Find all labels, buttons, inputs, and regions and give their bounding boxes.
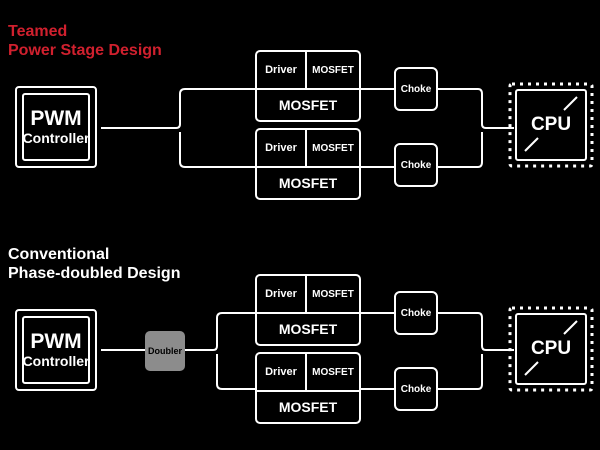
teamed-power-stage-2: Driver MOSFET MOSFET [255, 128, 361, 200]
driver-label: Driver [265, 64, 297, 76]
conventional-title-line2: Phase-doubled Design [8, 265, 181, 282]
conventional-cpu: CPU [515, 313, 587, 385]
cpu-corner-marks [524, 320, 578, 376]
conventional-power-stage-2: Driver MOSFET MOSFET [255, 352, 361, 424]
conventional-pwm-controller: PWM Controller [15, 309, 97, 391]
cpu-corner-marks [524, 96, 578, 152]
teamed-cpu: CPU [515, 89, 587, 161]
pwm-label: PWM [30, 106, 82, 130]
driver-label: Driver [265, 142, 297, 154]
mosfet-small-label: MOSFET [312, 366, 354, 378]
mosfet-small-label: MOSFET [312, 142, 354, 154]
teamed-title-line1: Teamed [8, 23, 68, 40]
conventional-power-stage-1: Driver MOSFET MOSFET [255, 274, 361, 346]
cpu-label: CPU [530, 114, 572, 135]
mosfet-big-label: MOSFET [278, 175, 338, 191]
driver-label: Driver [265, 366, 297, 378]
teamed-choke-2: Choke [394, 143, 438, 187]
conventional-title: Conventional Phase-doubled Design [8, 245, 180, 283]
mosfet-small-label: MOSFET [312, 64, 354, 76]
teamed-power-stage-1: Driver MOSFET MOSFET [255, 50, 361, 122]
controller-label: Controller [22, 129, 90, 146]
conventional-choke-1: Choke [394, 291, 438, 335]
doubler-box: Doubler [145, 331, 185, 371]
teamed-title-line2: Power Stage Design [8, 42, 162, 59]
teamed-title: Teamed Power Stage Design [8, 22, 162, 60]
mosfet-big-label: MOSFET [278, 321, 338, 337]
cpu-label: CPU [530, 338, 572, 359]
teamed-choke-1: Choke [394, 67, 438, 111]
driver-label: Driver [265, 288, 297, 300]
mosfet-big-label: MOSFET [278, 97, 338, 113]
mosfet-big-label: MOSFET [278, 399, 338, 415]
conventional-title-line1: Conventional [8, 246, 110, 263]
controller-label: Controller [22, 352, 90, 369]
conventional-choke-2: Choke [394, 367, 438, 411]
teamed-pwm-controller: PWM Controller [15, 86, 97, 168]
mosfet-small-label: MOSFET [312, 288, 354, 300]
pwm-label: PWM [30, 329, 82, 353]
